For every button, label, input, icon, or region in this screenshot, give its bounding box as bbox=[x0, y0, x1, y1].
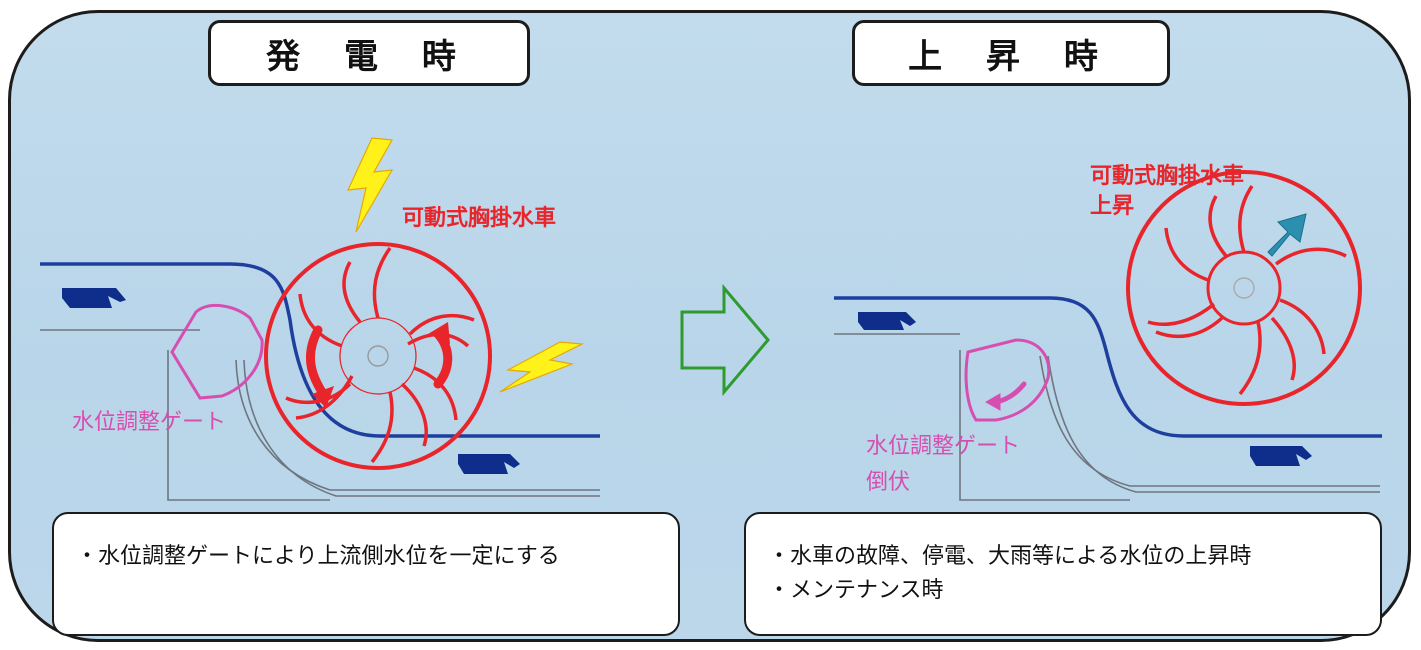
lightning-icon bbox=[347, 137, 585, 393]
flow-direction-icon bbox=[62, 288, 520, 474]
right-water-wheel bbox=[1126, 170, 1362, 406]
transition-arrow-icon bbox=[680, 283, 770, 397]
right-wheel-label: 可動式胸掛水車 bbox=[1090, 164, 1245, 189]
right-note-box: ・水車の故障、停電、大雨等による水位の上昇時 ・メンテナンス時 bbox=[744, 512, 1382, 636]
right-note-line: ・メンテナンス時 bbox=[768, 578, 944, 603]
right-wheel-state-label: 上昇 bbox=[1090, 194, 1135, 219]
flow-direction-icon bbox=[858, 312, 1312, 466]
left-gate-label: 水位調整ゲート bbox=[72, 410, 227, 435]
left-note-box: ・水位調整ゲートにより上流側水位を一定にする bbox=[52, 512, 680, 636]
panel-title-generation: 発 電 時 bbox=[208, 20, 530, 86]
right-gate-state-label: 倒伏 bbox=[866, 470, 911, 495]
right-gate-label: 水位調整ゲート bbox=[866, 434, 1021, 459]
left-wheel-label: 可動式胸掛水車 bbox=[402, 206, 557, 231]
right-channel-bed bbox=[834, 333, 1380, 501]
gate-fold-arrow bbox=[984, 381, 1027, 411]
left-channel-bed bbox=[40, 329, 600, 501]
panel-title-rise: 上 昇 時 bbox=[852, 20, 1170, 86]
right-note-line: ・水車の故障、停電、大雨等による水位の上昇時 bbox=[768, 544, 1252, 569]
left-water-wheel bbox=[264, 242, 492, 470]
left-note-line: ・水位調整ゲートにより上流側水位を一定にする bbox=[76, 544, 560, 569]
right-water-line bbox=[834, 296, 1382, 438]
left-water-line bbox=[40, 262, 600, 438]
right-gate bbox=[964, 338, 1051, 422]
lift-arrow-icon bbox=[1267, 213, 1307, 257]
left-gate bbox=[170, 303, 264, 400]
